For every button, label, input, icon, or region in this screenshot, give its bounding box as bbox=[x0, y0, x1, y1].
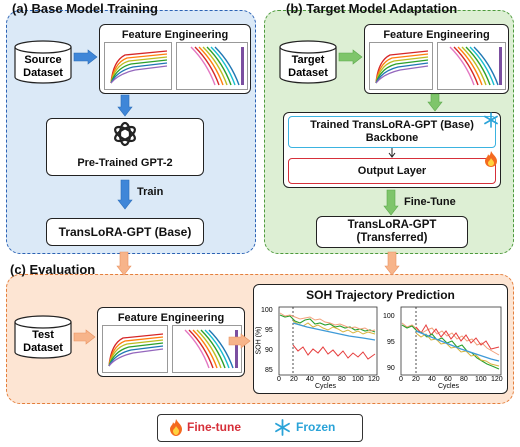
legend-box bbox=[157, 414, 363, 442]
translora-transferred-box: TransLoRA-GPT (Transferred) bbox=[316, 216, 468, 248]
right-ytick-95: 95 bbox=[387, 339, 395, 346]
source-label-1: Source bbox=[24, 54, 62, 66]
arrow-target-to-fe bbox=[338, 49, 363, 65]
finetune-label: Fine-Tune bbox=[404, 196, 456, 208]
train-label: Train bbox=[137, 186, 164, 198]
output-layer-box: Output Layer bbox=[288, 158, 496, 184]
right-xtick-100: 100 bbox=[475, 376, 487, 383]
right-xtick-120: 120 bbox=[491, 376, 503, 383]
database-icon bbox=[14, 315, 72, 359]
right-xtick-0: 0 bbox=[399, 376, 403, 383]
soh-plot-left: 100 95 90 85 SOH (%) 0 20 40 60 80 100 1… bbox=[255, 303, 381, 391]
left-ytick-90: 90 bbox=[265, 347, 273, 354]
right-xlabel: Cycles bbox=[438, 383, 460, 390]
left-ytick-100: 100 bbox=[261, 307, 273, 314]
feature-plot-c2 bbox=[172, 325, 242, 373]
feature-engineering-c-title: Feature Engineering bbox=[117, 312, 225, 324]
left-xtick-0: 0 bbox=[277, 376, 281, 383]
test-label-1: Test bbox=[32, 329, 54, 341]
test-dataset: Test Dataset bbox=[14, 315, 72, 359]
test-label-2: Dataset bbox=[23, 342, 63, 354]
database-icon bbox=[14, 40, 72, 84]
panel-c-title: (c) Evaluation bbox=[10, 262, 96, 277]
left-ylabel: SOH (%) bbox=[255, 326, 263, 355]
gpt2-label: Pre-Trained GPT-2 bbox=[77, 157, 173, 169]
panel-a-title: (a) Base Model Training bbox=[12, 1, 158, 16]
left-xlabel: Cycles bbox=[315, 383, 337, 390]
arrow-fe-to-gpt2 bbox=[117, 94, 133, 117]
feature-plot-a2 bbox=[176, 42, 248, 90]
left-xtick-40: 40 bbox=[306, 376, 314, 383]
right-xtick-40: 40 bbox=[428, 376, 436, 383]
left-xtick-120: 120 bbox=[368, 376, 380, 383]
feature-plot-b2 bbox=[437, 42, 506, 90]
translora-base-box: TransLoRA-GPT (Base) bbox=[46, 218, 204, 246]
backbone-label-2: Backbone bbox=[365, 132, 419, 144]
arrow-model-to-transferred bbox=[383, 189, 399, 216]
database-icon bbox=[279, 40, 337, 84]
target-label-1: Target bbox=[291, 54, 325, 66]
left-xtick-100: 100 bbox=[352, 376, 364, 383]
legend-frozen-label: Frozen bbox=[296, 420, 336, 434]
left-ytick-95: 95 bbox=[265, 327, 273, 334]
translora-base-label: TransLoRA-GPT (Base) bbox=[58, 225, 192, 239]
feature-engineering-b-title: Feature Engineering bbox=[383, 29, 490, 41]
pretrained-gpt2-box: Pre-Trained GPT-2 bbox=[46, 118, 204, 176]
backbone-box: Trained TransLoRA-GPT (Base) Backbone bbox=[288, 116, 496, 148]
legend-finetune-label: Fine-tune bbox=[187, 420, 241, 434]
arrow-source-to-fe bbox=[73, 49, 98, 65]
arrow-backbone-to-output bbox=[388, 148, 396, 158]
left-xtick-80: 80 bbox=[338, 376, 346, 383]
feature-engineering-a-title: Feature Engineering bbox=[121, 29, 229, 41]
right-xtick-60: 60 bbox=[444, 376, 452, 383]
openai-logo-icon bbox=[114, 121, 136, 147]
arrow-test-to-fe bbox=[73, 329, 96, 345]
backbone-label-1: Trained TransLoRA-GPT (Base) bbox=[310, 119, 474, 131]
feature-plot-b1 bbox=[369, 42, 433, 90]
panel-b-title: (b) Target Model Adaptation bbox=[286, 1, 458, 16]
left-ytick-85: 85 bbox=[265, 367, 273, 374]
output-layer-label: Output Layer bbox=[357, 165, 427, 177]
arrow-b-to-c bbox=[384, 251, 400, 276]
source-label-2: Dataset bbox=[23, 67, 63, 79]
snowflake-icon bbox=[484, 112, 498, 128]
right-xtick-80: 80 bbox=[460, 376, 468, 383]
right-ytick-100: 100 bbox=[383, 313, 395, 320]
target-label-2: Dataset bbox=[288, 67, 328, 79]
left-xtick-20: 20 bbox=[290, 376, 298, 383]
transferred-label-1: TransLoRA-GPT bbox=[347, 219, 437, 231]
feature-plot-a1 bbox=[104, 42, 172, 90]
fire-icon bbox=[170, 419, 182, 436]
fire-icon bbox=[485, 151, 497, 167]
arrow-a-to-c bbox=[116, 251, 132, 276]
source-dataset: Source Dataset bbox=[14, 40, 72, 84]
left-xtick-60: 60 bbox=[322, 376, 330, 383]
arrow-fe-to-soh bbox=[228, 333, 251, 349]
snowflake-icon bbox=[275, 419, 290, 436]
target-dataset: Target Dataset bbox=[279, 40, 337, 84]
soh-title: SOH Trajectory Prediction bbox=[306, 288, 455, 302]
transferred-label-2: (Transferred) bbox=[356, 232, 428, 244]
arrow-gpt2-to-base bbox=[117, 179, 133, 210]
soh-plot-right: 100 95 90 0 20 40 60 80 100 120 Cycles bbox=[381, 303, 505, 391]
right-ytick-90: 90 bbox=[387, 365, 395, 372]
right-xtick-20: 20 bbox=[412, 376, 420, 383]
feature-plot-c1 bbox=[102, 325, 168, 373]
arrow-fe-to-backbone bbox=[427, 93, 443, 112]
